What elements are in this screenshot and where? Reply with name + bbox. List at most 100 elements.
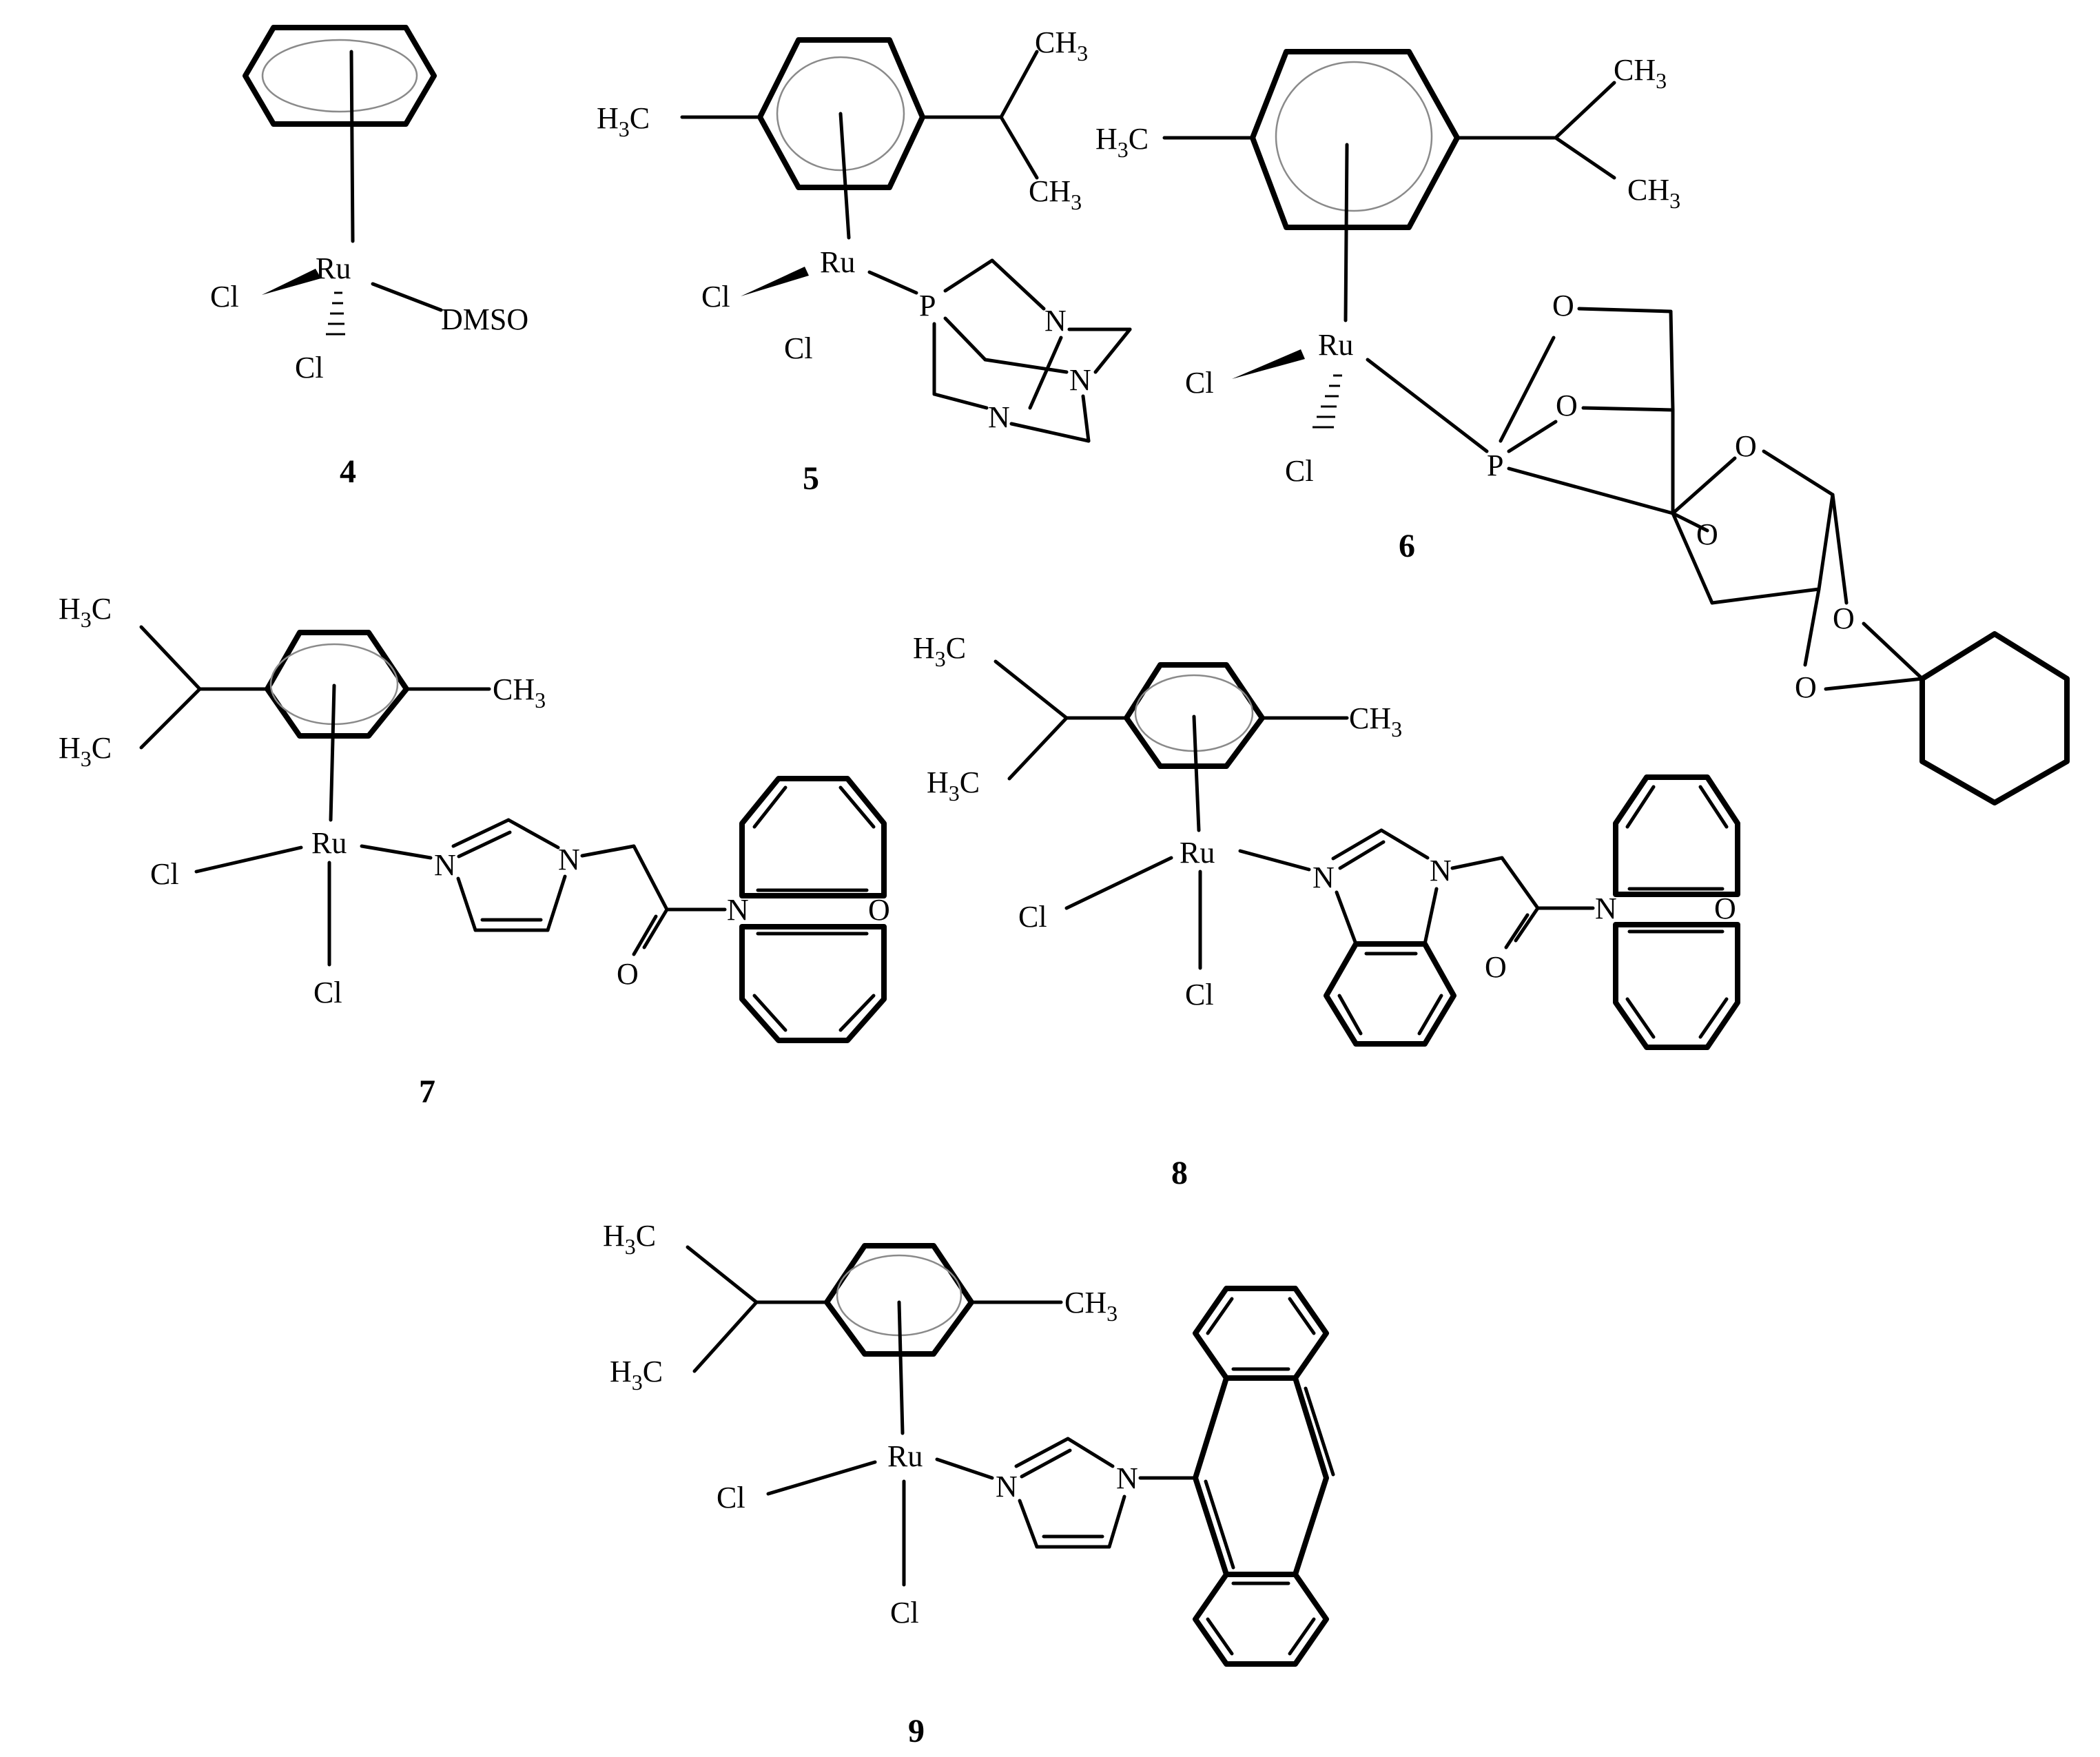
pta-bond: [1009, 422, 1091, 443]
ch3-label: CH3: [1064, 1286, 1118, 1326]
n-label: N: [1430, 854, 1452, 887]
acetal-bond: [1862, 621, 1924, 681]
anthracene-ring: [1193, 1572, 1329, 1667]
aromatic-inner-bond: [1206, 1617, 1234, 1656]
carbonyl-bond: [642, 907, 669, 949]
n-label: N: [996, 1470, 1018, 1503]
aromatic-inner-bond: [1625, 997, 1656, 1039]
compound-7: H3C H3C CH3 Ru Cl Cl N N O N O: [59, 592, 890, 1110]
isopropyl-bond: [999, 115, 1039, 180]
ru-p-bond: [867, 270, 918, 295]
wedge-bond: [1232, 349, 1305, 379]
o-label: O: [1714, 892, 1736, 925]
cyclohexane-ring: [1919, 631, 2070, 805]
acetal-bond: [1803, 587, 1821, 667]
methyl-label: H3C: [597, 101, 650, 141]
compound-8: H3C H3C CH3 Ru Cl Cl N N O N O: [913, 631, 1740, 1191]
n-label: N: [1069, 363, 1091, 397]
cl-label: Cl: [1185, 978, 1214, 1011]
isopropyl-bond: [1554, 136, 1616, 180]
ru-cl-bond: [1064, 856, 1173, 910]
cl-label: Cl: [1018, 900, 1047, 934]
isopropyl-bond: [1007, 716, 1069, 781]
ch3-label: CH3: [493, 672, 546, 712]
eta6-bond: [1344, 143, 1349, 322]
cymene-ring: [1124, 662, 1265, 769]
cl-label: Cl: [890, 1596, 919, 1630]
cl-label: Cl: [717, 1481, 745, 1514]
o-label: O: [868, 893, 890, 927]
aromatic-circle: [1275, 61, 1433, 212]
imidazole-bond: [1018, 1499, 1039, 1549]
imidazole-bond: [451, 818, 511, 848]
cl-label: Cl: [210, 280, 239, 314]
o-label: O: [1552, 289, 1574, 322]
anthracene-ring: [1293, 1375, 1329, 1577]
eta6-bond: [1192, 715, 1201, 832]
imidazole-double-bond: [1020, 1448, 1072, 1479]
pta-bond: [943, 258, 994, 293]
pta-bond: [1081, 394, 1091, 443]
cl-label: Cl: [701, 280, 730, 314]
imidazole-bond: [1107, 1494, 1126, 1549]
n-label: N: [988, 400, 1010, 434]
wedge-bond: [262, 269, 321, 295]
ch3-label: CH3: [1627, 173, 1680, 213]
aromatic-inner-bond: [1625, 785, 1656, 829]
aromatic-inner-bond: [1337, 994, 1363, 1036]
ru-label: Ru: [820, 245, 855, 279]
o-label: O: [1556, 389, 1578, 422]
cl-label: Cl: [784, 331, 813, 365]
ru-n-bond: [1238, 849, 1311, 872]
cl-label: Cl: [295, 351, 324, 384]
pta-bond: [983, 358, 1069, 374]
n-label: N: [1044, 304, 1067, 338]
aromatic-inner-bond: [1698, 785, 1729, 829]
pta-bond: [990, 258, 1046, 311]
isopropyl-bond: [692, 1300, 759, 1373]
ch3-label: CH3: [1035, 25, 1088, 65]
isopropyl-bond: [139, 687, 202, 750]
isopropyl-bond: [139, 625, 202, 691]
methyl-label: H3C: [59, 731, 112, 771]
aromatic-inner-bond: [752, 785, 788, 829]
compound-9: H3C H3C CH3 Ru Cl Cl N N: [603, 1219, 1335, 1749]
methyl-label: H3C: [610, 1355, 663, 1395]
imidazole-bond: [546, 874, 567, 932]
furanose-bond: [1671, 511, 1714, 605]
aromatic-inner-bond: [1204, 1479, 1235, 1570]
cymene-ring: [265, 630, 409, 739]
n-label: N: [558, 843, 580, 876]
methyl-label: H3C: [59, 592, 112, 632]
n-label: N: [434, 848, 456, 882]
aromatic-inner-bond: [838, 994, 876, 1032]
o-label: O: [1795, 670, 1817, 704]
ch3-label: CH3: [1349, 701, 1402, 741]
aromatic-circle: [776, 56, 905, 172]
o-label: O: [1485, 950, 1507, 984]
anthracene: [1193, 1286, 1335, 1667]
isopropyl-bond: [994, 659, 1069, 720]
aromatic-inner-bond: [752, 994, 788, 1032]
acetal-bond: [1824, 677, 1924, 691]
carbonyl-bond: [1514, 906, 1540, 943]
anthracene-ring: [1193, 1286, 1329, 1381]
phosphite-bond: [1507, 466, 1675, 515]
compound-number: 4: [340, 453, 356, 490]
methyl-label: H3C: [603, 1219, 656, 1259]
cl-label: Cl: [1285, 454, 1314, 488]
eta6-bond: [838, 112, 851, 240]
compound-number: 5: [803, 460, 819, 497]
isopropyl-bond: [1554, 81, 1616, 140]
hash-bond: [1312, 374, 1342, 429]
acetal-bond: [1831, 493, 1849, 605]
imidazole-bond: [456, 876, 477, 932]
ch2-bond: [632, 844, 669, 912]
wedge-bond: [741, 267, 809, 296]
n-label: N: [1116, 1461, 1138, 1495]
n-label: N: [1595, 892, 1617, 925]
methyl-label: H3C: [913, 631, 966, 671]
ru-label: Ru: [316, 251, 351, 285]
cl-label: Cl: [313, 976, 342, 1009]
